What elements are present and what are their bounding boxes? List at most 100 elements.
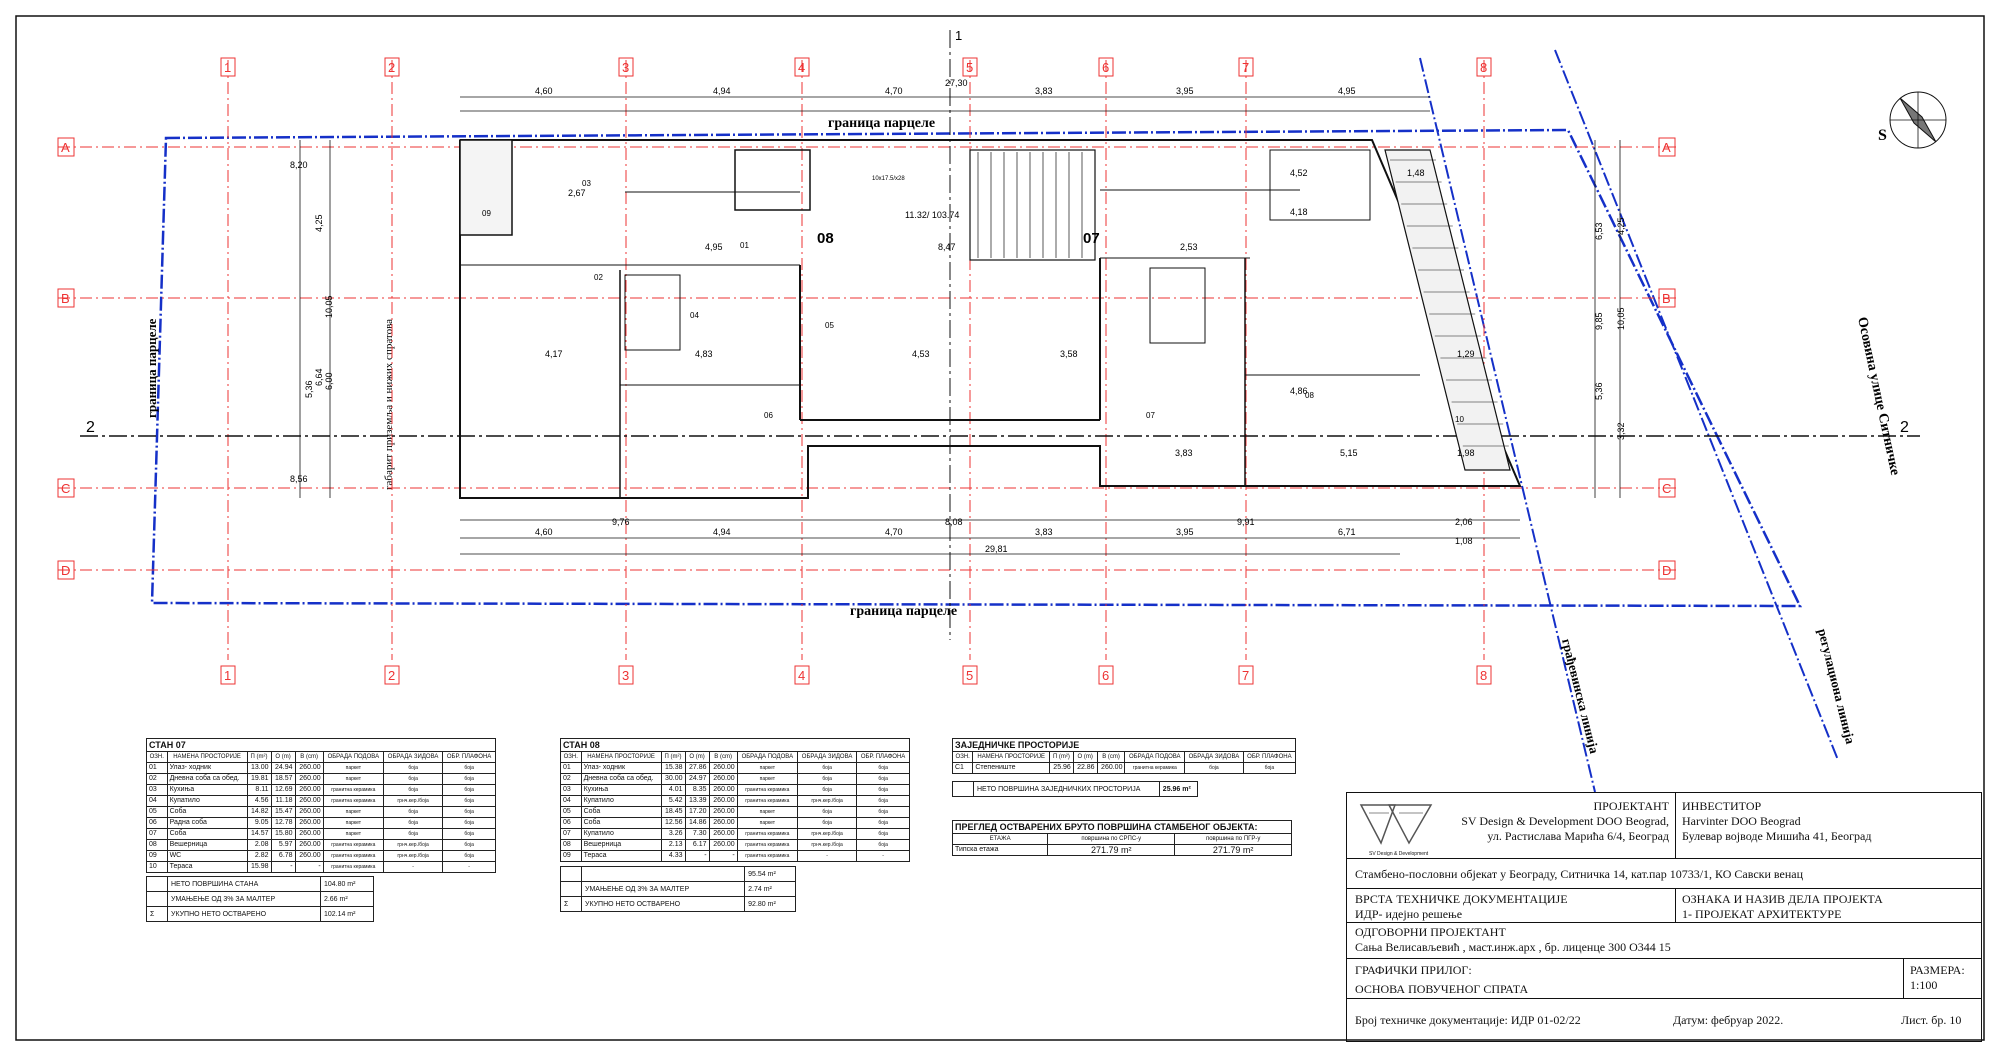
table-cell: боја — [856, 762, 910, 774]
axis-label: D — [1662, 563, 1671, 578]
axis-marker — [1658, 288, 1676, 308]
table-cell: Тераса — [580, 850, 662, 862]
header-cell: ОБР. ПЛАФОНА — [1242, 751, 1297, 763]
header-cell: ЕТАЖА — [951, 833, 1049, 845]
header-cell: П (m²) — [660, 751, 686, 763]
dimension-text: 1,48 — [1407, 168, 1425, 178]
footer-row: Број техничке документације: ИДР 01-02/2… — [1347, 999, 1981, 1039]
axis-marker — [1658, 137, 1676, 157]
header-cell: ОБРАДА ЗИДОВА — [382, 751, 444, 763]
responsible-row: ОДГОВОРНИ ПРОЈЕКТАНТ Сања Велисављевић ,… — [1347, 923, 1981, 959]
header-cell: В (cm) — [294, 751, 324, 763]
table-cell: 18.57 — [270, 773, 296, 785]
table-cell: Дневна соба са обед. — [166, 773, 248, 785]
axis-label: A — [1662, 140, 1671, 155]
project-title-row: Стамбено-пословни објекат у Београду, Си… — [1347, 859, 1981, 889]
dimension-text: 4,52 — [1290, 168, 1308, 178]
sv-logo-icon — [1359, 804, 1433, 845]
table-cell: 5.97 — [270, 839, 296, 851]
doc-number: Број техничке документације: ИДР 01-02/2… — [1355, 1013, 1581, 1027]
stan08-header-row: ОЗН. НАМЕНА ПРОСТОРИЈЕ П (m²) О (m) В (c… — [560, 751, 910, 763]
table-cell: 14.57 — [246, 828, 272, 840]
axis-label: 6 — [1102, 668, 1109, 683]
table-cell: гранитна керамика — [322, 839, 384, 851]
table-cell: 19.81 — [246, 773, 272, 785]
table-cell: 02 — [560, 773, 582, 785]
table-cell: 08 — [560, 839, 582, 851]
table-cell: паркет — [322, 773, 384, 785]
table-cell: боја — [382, 784, 444, 796]
table-cell: Купатило — [580, 828, 662, 840]
table-cell: боја — [856, 773, 910, 785]
dimension-text: 8,20 — [290, 160, 308, 170]
axis-label: 3 — [622, 668, 629, 683]
table-cell: 13.39 — [684, 795, 710, 807]
table-cell: 11.18 — [270, 795, 296, 807]
doc-type-row: ВРСТА ТЕХНИЧКЕ ДОКУМЕНТАЦИЈЕ ИДР- идејно… — [1347, 889, 1981, 923]
stan08-title: СТАН 08 — [560, 738, 910, 751]
sheet-border — [15, 15, 1985, 1041]
axis-marker — [220, 57, 236, 77]
table-cell: грнч.кер./боја — [796, 839, 858, 851]
dimension-text: 4,94 — [713, 527, 731, 537]
table-cell: боја — [856, 839, 910, 851]
designer-block: ПРОЈЕКТАНТ SV Design & Development DOO B… — [1447, 799, 1669, 844]
setback-label: габарит приземља и нижих спратова — [383, 319, 395, 490]
table-cell: 24.94 — [270, 762, 296, 774]
section-label-top: 1 — [955, 28, 962, 43]
table-cell: Купатило — [166, 795, 248, 807]
axis-label: 5 — [966, 60, 973, 75]
bottom-overall-dim: 29,81 — [985, 544, 1008, 554]
section-label-left: 2 — [86, 419, 95, 436]
table-cell: 271.79 m² — [1174, 844, 1292, 856]
axis-marker — [794, 57, 810, 77]
room-number: 06 — [764, 411, 773, 420]
header-cell: О (m) — [1072, 751, 1098, 763]
room-number: 08 — [1305, 391, 1314, 400]
table-cell: боја — [796, 773, 858, 785]
axis-label: 5 — [966, 668, 973, 683]
header-cell: В (cm) — [708, 751, 738, 763]
header-cell: П (m²) — [1049, 751, 1074, 763]
common-title: ЗАЈЕДНИЧКЕ ПРОСТОРИЈЕ — [952, 738, 1296, 751]
common-net-value: 25.96 m² — [1158, 781, 1199, 797]
axis-marker — [57, 560, 75, 580]
investor-address: Булевар војводе Мишића 41, Београд — [1682, 829, 1872, 843]
axis-marker — [220, 665, 236, 685]
room-number: 10 — [1455, 415, 1464, 424]
room-number: 02 — [594, 273, 603, 282]
stan08-net-value: 95.54 m² — [744, 866, 796, 882]
table-cell: 8.35 — [684, 784, 710, 796]
investor-label: ИНВЕСТИТОР — [1682, 799, 1762, 813]
table-cell: паркет — [322, 817, 384, 829]
axis-marker — [1238, 665, 1254, 685]
table-cell: 05 — [146, 806, 168, 818]
table-cell: Тераса — [166, 861, 248, 873]
table-cell: боја — [856, 817, 910, 829]
table-cell: 271.79 m² — [1047, 844, 1176, 856]
parcel-label-left: граница парцеле — [144, 318, 159, 418]
dimension-text: 3,32 — [1616, 422, 1626, 440]
dimension-text: 4,83 — [695, 349, 713, 359]
table-cell: гранитна керамика — [736, 795, 798, 807]
dimension-text: 6,64 — [314, 368, 324, 386]
dimension-text: 9,91 — [1237, 517, 1255, 527]
table-cell: боја — [382, 773, 444, 785]
sheet-number: Лист. бр. 10 — [1901, 1013, 1962, 1027]
table-cell: С1 — [951, 762, 974, 774]
stan07-header-row: ОЗН. НАМЕНА ПРОСТОРИЈЕ П (m²) О (m) В (c… — [146, 751, 496, 763]
table-cell: 12.78 — [270, 817, 296, 829]
table-cell: 260.00 — [294, 806, 324, 818]
table-cell: боја — [1242, 762, 1297, 774]
table-cell: 09 — [146, 850, 168, 862]
